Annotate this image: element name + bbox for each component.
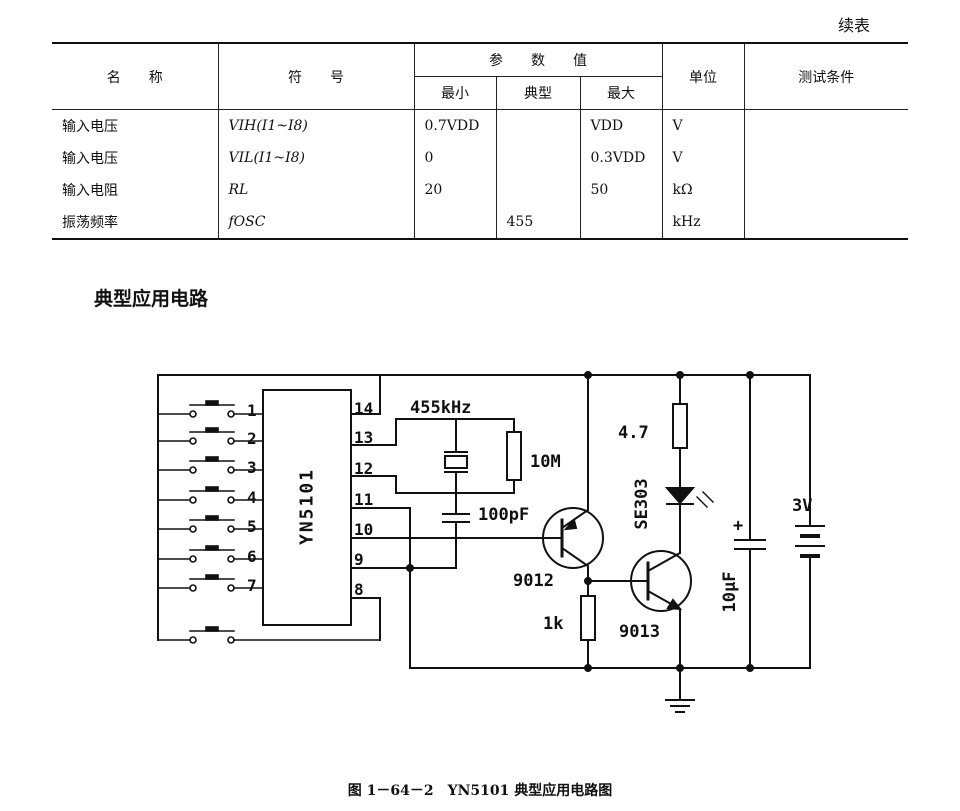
q2-collector-wire (646, 504, 681, 573)
header-unit: 单位 (661, 42, 745, 110)
q2-arrow (666, 598, 683, 611)
pin-label: 8 (354, 580, 364, 599)
q1-emitter-wire (560, 374, 589, 530)
header-min: 最小 (414, 76, 497, 110)
pin-label: 7 (247, 576, 257, 595)
resistor-4.7 (672, 403, 688, 449)
table-row: 输入电阻 RL 20 50 kΩ (52, 174, 908, 206)
junction-dot (406, 564, 414, 572)
pin-label: 6 (247, 547, 257, 566)
switch-3 (157, 456, 264, 474)
cell-cond (743, 109, 908, 142)
cell-typ (495, 174, 581, 206)
header-symbol: 符 号 (217, 42, 415, 110)
led-se303 (664, 487, 696, 505)
switch-5 (157, 515, 264, 533)
pin-label: 4 (247, 488, 257, 507)
cell-cond (743, 142, 908, 174)
cell-unit: kΩ (661, 174, 745, 206)
ic-label: YN5101 (296, 467, 318, 546)
cap-100pf-label: 100pF (478, 505, 530, 525)
continued-label: 续表 (838, 16, 871, 35)
cell-min: 20 (413, 174, 497, 206)
cell-unit: V (661, 109, 745, 142)
resistor-10m-label: 10M (530, 452, 561, 472)
pin-label: 1 (247, 401, 257, 420)
cell-symbol: RL (217, 174, 415, 206)
table-row: 输入电压 VIL(I1~I8) 0 0.3VDD V (52, 142, 908, 174)
header-condition: 测试条件 (743, 42, 908, 110)
battery-label: 3V (792, 496, 813, 516)
cell-min (413, 206, 497, 240)
cell-max: VDD (579, 109, 663, 142)
q2-label: 9013 (619, 622, 660, 642)
cap-10uf-label: 10μF (720, 571, 740, 613)
cell-name: 输入电阻 (52, 174, 219, 206)
pin-label: 5 (247, 517, 257, 536)
resistor-4.7-label: 4.7 (618, 423, 649, 443)
cell-max: 0.3VDD (579, 142, 663, 174)
switch-2 (157, 427, 264, 445)
crystal-label: 455kHz (410, 398, 472, 418)
resistor-1k (580, 595, 596, 641)
resistor-10m (506, 431, 522, 481)
section-title: 典型应用电路 (94, 288, 209, 310)
header-typ: 典型 (495, 76, 581, 110)
cell-symbol: VIL(I1~I8) (217, 142, 415, 174)
pin-label: 13 (354, 428, 374, 447)
table-row: 振荡频率 fOSC 455 kHz (52, 206, 908, 240)
figure-caption: 图 1－64－2 YN5101 典型应用电路图 (347, 783, 613, 799)
cell-min: 0 (413, 142, 497, 174)
cell-symbol: fOSC (217, 206, 415, 240)
pin-label: 12 (354, 459, 374, 478)
q1-collector-wire (560, 546, 589, 582)
cell-unit: V (661, 142, 745, 174)
pin-label: 9 (354, 550, 364, 569)
pin8-wire (350, 597, 381, 641)
pin-label: 3 (247, 458, 257, 477)
ground-icon (665, 699, 695, 713)
pin-label: 14 (354, 399, 374, 418)
parameter-table: 名 称 符 号 参 数 值 单位 测试条件 最小 典型 最大 输入电压 VIH(… (52, 42, 908, 240)
switch-7 (157, 574, 264, 592)
switch-1 (157, 400, 264, 418)
pin-label: 11 (354, 490, 374, 509)
resistor-1k-label: 1k (543, 614, 564, 634)
cell-cond (743, 206, 908, 240)
switch-8 (157, 626, 381, 644)
cell-max: 50 (579, 174, 663, 206)
pin-label: 2 (247, 429, 257, 448)
cell-typ: 455 (495, 206, 581, 240)
crystal-455khz (444, 455, 468, 469)
cell-cond (743, 174, 908, 206)
q1-arrow (563, 517, 578, 531)
cap-plus-label: + (733, 516, 744, 536)
led-label: SE303 (632, 478, 652, 530)
cell-symbol: VIH(I1~I8) (217, 109, 415, 142)
cell-name: 振荡频率 (52, 206, 219, 240)
header-max: 最大 (579, 76, 662, 110)
q1-label: 9012 (513, 571, 554, 591)
pin-label: 10 (354, 520, 374, 539)
cell-name: 输入电压 (52, 142, 219, 174)
cell-min: 0.7VDD (413, 109, 497, 142)
header-name: 名 称 (52, 42, 219, 110)
switch-array (157, 400, 381, 644)
switch-4 (157, 486, 264, 504)
table-row: 输入电压 VIH(I1~I8) 0.7VDD VDD V (52, 109, 908, 142)
cell-max (579, 206, 663, 240)
switch-6 (157, 545, 264, 563)
cell-name: 输入电压 (52, 109, 219, 142)
